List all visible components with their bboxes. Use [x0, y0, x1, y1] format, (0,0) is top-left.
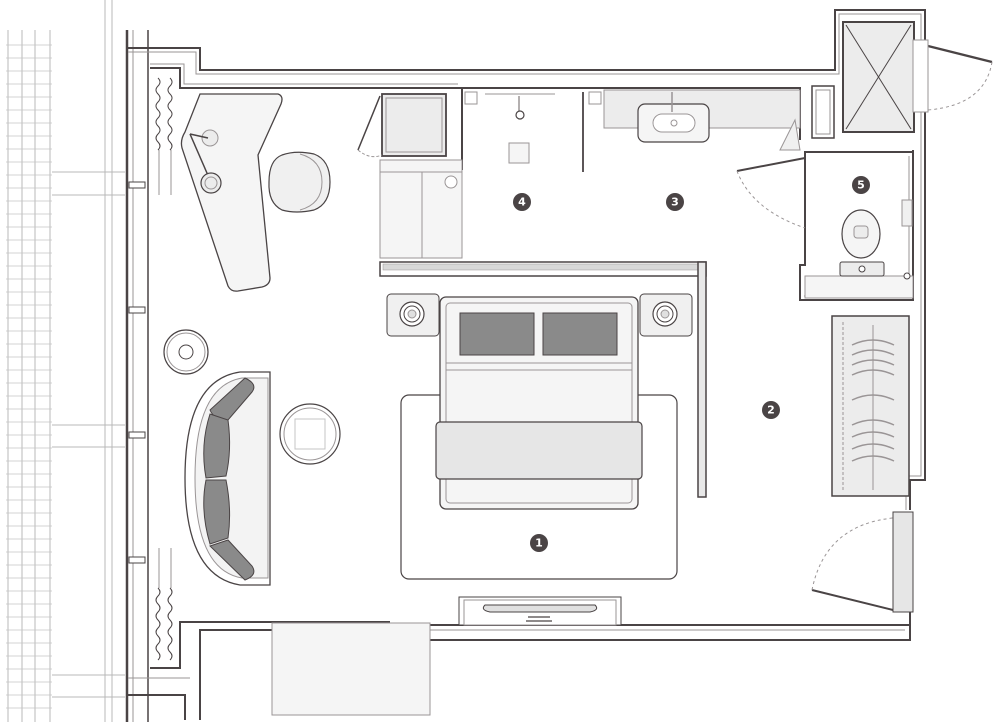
marker-5: 5: [852, 176, 870, 194]
nightstand-right: [639, 293, 693, 337]
desk-lamp-icon: [189, 129, 222, 194]
curtains-left-bottom: [155, 548, 173, 661]
svg-text:5: 5: [857, 179, 865, 192]
pillow-left: [459, 312, 535, 356]
minibar-cabinet: [357, 93, 463, 259]
shower-drain-icon: [508, 142, 530, 164]
window-grid-rows: [6, 44, 52, 709]
marker-3: 3: [666, 193, 684, 211]
king-bed: [435, 296, 643, 510]
wardrobe: [831, 315, 910, 497]
svg-text:3: 3: [671, 196, 679, 209]
toilet-room: [804, 199, 914, 299]
marker-4: 4: [513, 193, 531, 211]
pillow-right: [542, 312, 618, 356]
curved-sofa: [184, 371, 271, 586]
nightstand-left: [386, 293, 440, 337]
desk: [180, 93, 283, 292]
entry-door: [811, 511, 914, 613]
desk-chair: [268, 151, 331, 213]
svg-text:1: 1: [535, 537, 543, 550]
svg-text:4: 4: [518, 196, 526, 209]
shower: [464, 91, 584, 172]
bed-runner: [435, 421, 643, 480]
side-table: [163, 329, 209, 375]
tv-console: [458, 596, 622, 626]
headboard-wall: [379, 261, 707, 498]
coffee-table: [279, 403, 341, 465]
marker-2: 2: [762, 401, 780, 419]
bottom-wall: [128, 621, 911, 720]
svg-text:2: 2: [767, 404, 775, 417]
curtains-left-top: [155, 77, 173, 195]
service-closet: [811, 21, 993, 139]
bottom-niche: [271, 622, 431, 716]
vanity: [588, 89, 801, 143]
facade-wall: [125, 30, 149, 722]
marker-1: 1: [530, 534, 548, 552]
window-grid: [7, 0, 125, 722]
bathroom-door: [736, 118, 806, 258]
